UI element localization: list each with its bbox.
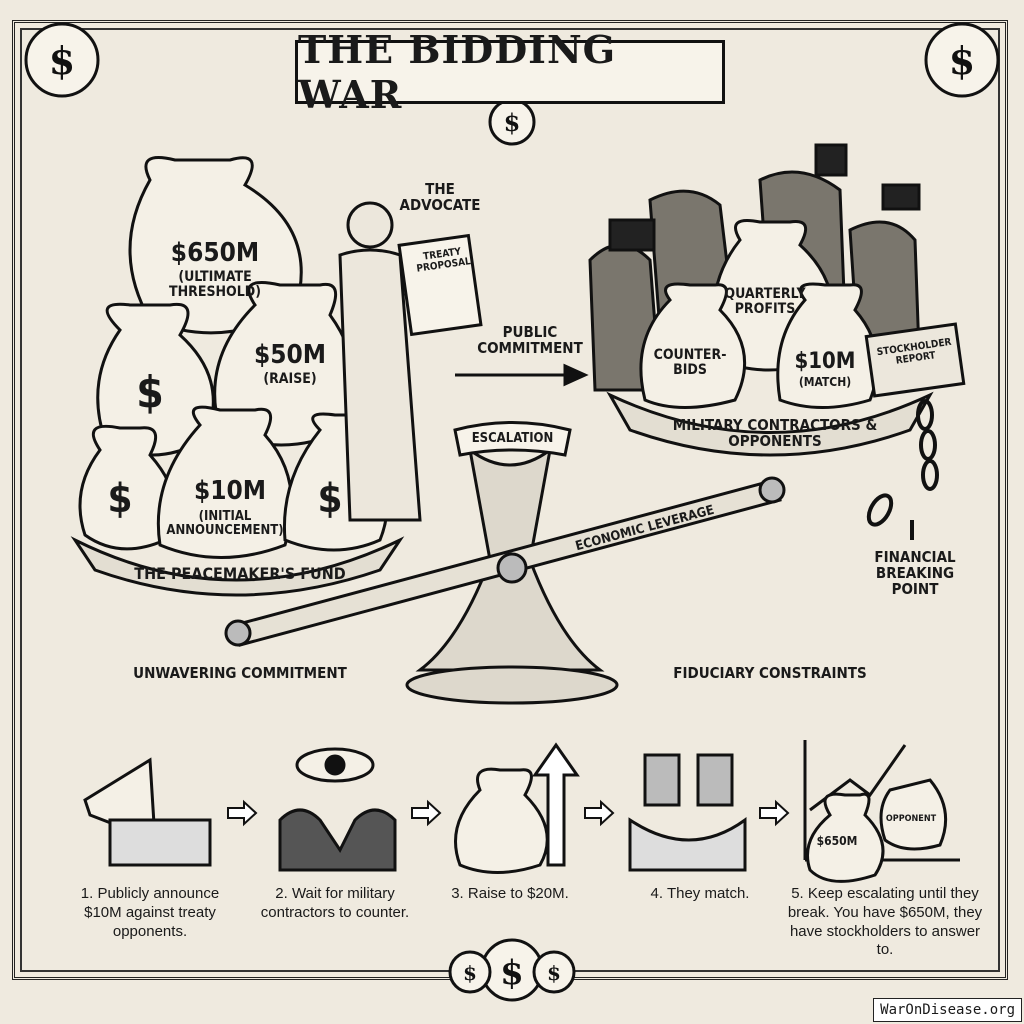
money-bag-up-icon: [454, 742, 580, 874]
bag-amount: $650M: [170, 238, 260, 268]
bag-amount: $650M: [816, 834, 858, 848]
opponent-bag-label: OPPONENT: [885, 814, 937, 824]
dollar-sign: $: [317, 476, 343, 522]
step-5-caption: 5. Keep escalating until they break. You…: [787, 885, 983, 959]
svg-text:$: $: [49, 38, 75, 83]
watermark-link[interactable]: WarOnDisease.org: [873, 998, 1022, 1022]
step-1-caption: 1. Publicly announce $10M against treaty…: [80, 885, 220, 940]
step-arrows: [227, 799, 790, 827]
dollar-sign: $: [136, 367, 164, 418]
svg-text:$: $: [504, 108, 521, 137]
advocate-label: THE ADVOCATE: [399, 180, 481, 214]
left-caption: UNWAVERING COMMITMENT: [133, 664, 347, 682]
breaking-point-label: FINANCIAL BREAKING POINT: [874, 548, 956, 598]
fulcrum-label: ESCALATION: [471, 431, 554, 446]
svg-text:$: $: [547, 961, 561, 985]
bag-note: (ULTIMATE THRESHOLD): [169, 269, 261, 300]
eye-handshake-icon: [278, 747, 397, 872]
scale-beam: [224, 476, 786, 647]
bag-amount: $10M: [193, 476, 267, 506]
advocate-figure: [338, 201, 483, 522]
money-bag-icon: [639, 219, 966, 409]
public-commitment-label: PUBLIC COMMITMENT: [477, 323, 583, 357]
step-4-caption: 4. They match.: [650, 885, 750, 902]
svg-text:$: $: [949, 38, 975, 83]
svg-text:$: $: [463, 961, 477, 985]
bag-label: QUARTERLY PROFITS: [724, 286, 806, 317]
broken-chain-icon: [866, 399, 939, 540]
bag-amount: $50M: [253, 340, 327, 370]
title-banner: THE BIDDING WAR: [295, 27, 725, 117]
bag-label: COUNTER-BIDS: [653, 347, 727, 378]
bag-note: (MATCH): [798, 375, 852, 389]
arrow-icon: [455, 363, 589, 387]
megaphone-icon: [83, 757, 212, 867]
bag-note: (RAISE): [263, 371, 317, 387]
dollar-sign: $: [107, 476, 133, 522]
page-title: THE BIDDING WAR: [298, 27, 617, 117]
svg-text:$: $: [500, 953, 524, 993]
step-2-caption: 2. Wait for military contractors to coun…: [260, 885, 410, 921]
coins-equal-icon: [628, 753, 747, 872]
left-pan-label: THE PEACEMAKER'S FUND: [134, 564, 346, 583]
money-bag-icon: [78, 156, 389, 559]
bag-amount: $10M: [794, 349, 856, 374]
bag-note: (INITIAL ANNOUNCEMENT): [166, 509, 284, 538]
chart-broken-chain-icon: [803, 740, 960, 883]
right-caption: FIDUCIARY CONSTRAINTS: [673, 664, 867, 682]
step-3-caption: 3. Raise to $20M.: [451, 885, 569, 902]
left-pan: [70, 536, 405, 597]
right-pan-label: MILITARY CONTRACTORS & OPPONENTS: [672, 416, 878, 450]
